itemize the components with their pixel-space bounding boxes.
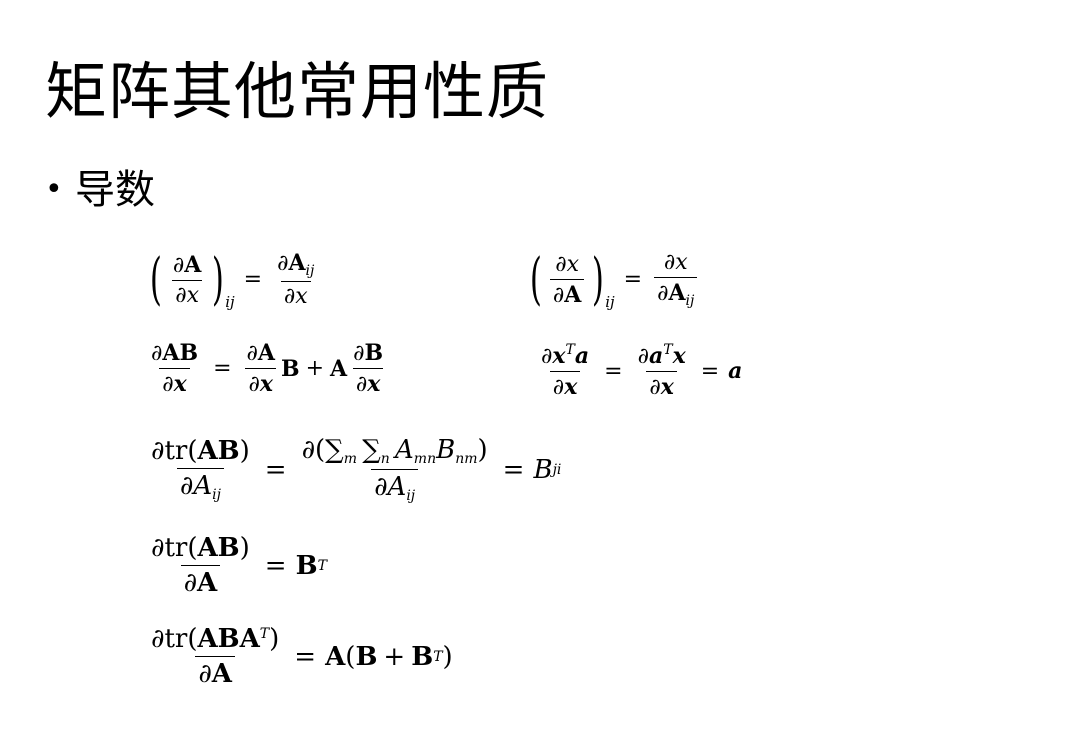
bullet-dot: • [45, 172, 63, 207]
formula-linear-form: ∂xTa∂x = ∂aTx∂x = a [541, 342, 743, 400]
formula-dA-dx: ( ∂A∂x )ij = ∂Aij∂x [149, 246, 315, 312]
slide-title: 矩阵其他常用性质 [45, 55, 550, 128]
formula-dx-dA: ( ∂x∂A )ij = ∂x∂Aij [525, 250, 700, 311]
bullet-label: 导数 [75, 167, 155, 213]
bullet-item-derivatives: • 导数 [45, 168, 155, 212]
